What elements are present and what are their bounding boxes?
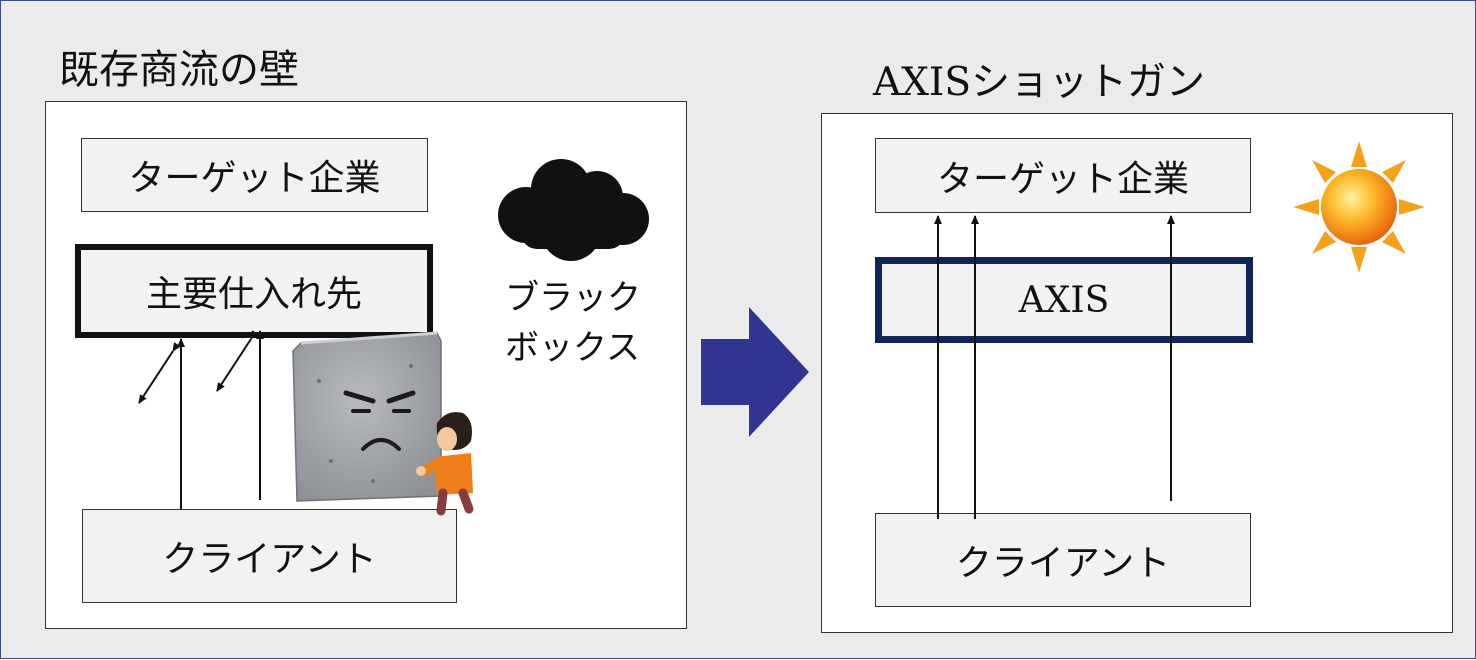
angry-wall-icon bbox=[292, 331, 442, 502]
black-box-label: ブラック ボックス bbox=[505, 273, 641, 373]
black-box-label-line2: ボックス bbox=[505, 328, 640, 368]
right-client-box: クライアント bbox=[875, 513, 1251, 607]
right-target-company-box: ターゲット企業 bbox=[875, 138, 1251, 213]
sun-icon bbox=[1293, 141, 1425, 273]
black-cloud-icon bbox=[498, 159, 649, 261]
black-box-label-line1: ブラック bbox=[505, 278, 641, 318]
transition-arrow-icon bbox=[701, 307, 809, 437]
deflected-arrow-2 bbox=[216, 330, 259, 392]
deflected-arrow-1 bbox=[138, 342, 181, 404]
left-client-box: クライアント bbox=[82, 509, 457, 603]
left-title: 既存商流の壁 bbox=[59, 47, 299, 93]
right-title: AXISショットガン bbox=[873, 60, 1206, 105]
person-pushing-icon bbox=[416, 412, 474, 516]
left-target-company-box: ターゲット企業 bbox=[81, 138, 428, 212]
